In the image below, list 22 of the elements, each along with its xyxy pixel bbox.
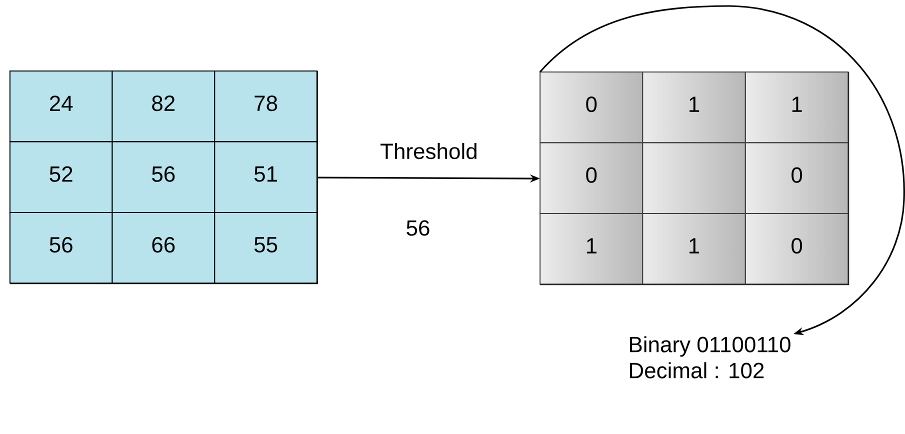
grid-cell: 55 [214,212,318,284]
result-text: Binary 01100110 Decimal : 102 [630,336,790,378]
grid-cell: 1 [540,212,644,285]
grid-cell: 1 [744,71,849,144]
grid-cell: 56 [9,212,113,284]
grid-cell: 24 [9,70,113,142]
threshold-value: 56 [406,220,430,236]
grid-cell: 0 [540,71,644,144]
grid-cell: 0 [540,142,644,214]
grid-cell: 82 [112,70,216,142]
grid-cell: 78 [214,70,318,142]
grid-cell: 52 [9,141,113,213]
grid-cell: 66 [112,212,216,284]
grid-cell: 0 [744,212,849,285]
grid-cell: 1 [642,212,746,285]
grid-cell: 56 [112,141,216,213]
grid-cell [642,142,746,214]
arrow [539,5,905,336]
grid-cell: 0 [744,142,849,214]
grid-cell: 51 [214,141,318,213]
edge-label: Threshold [379,142,479,160]
grid-cell: 1 [642,71,746,144]
